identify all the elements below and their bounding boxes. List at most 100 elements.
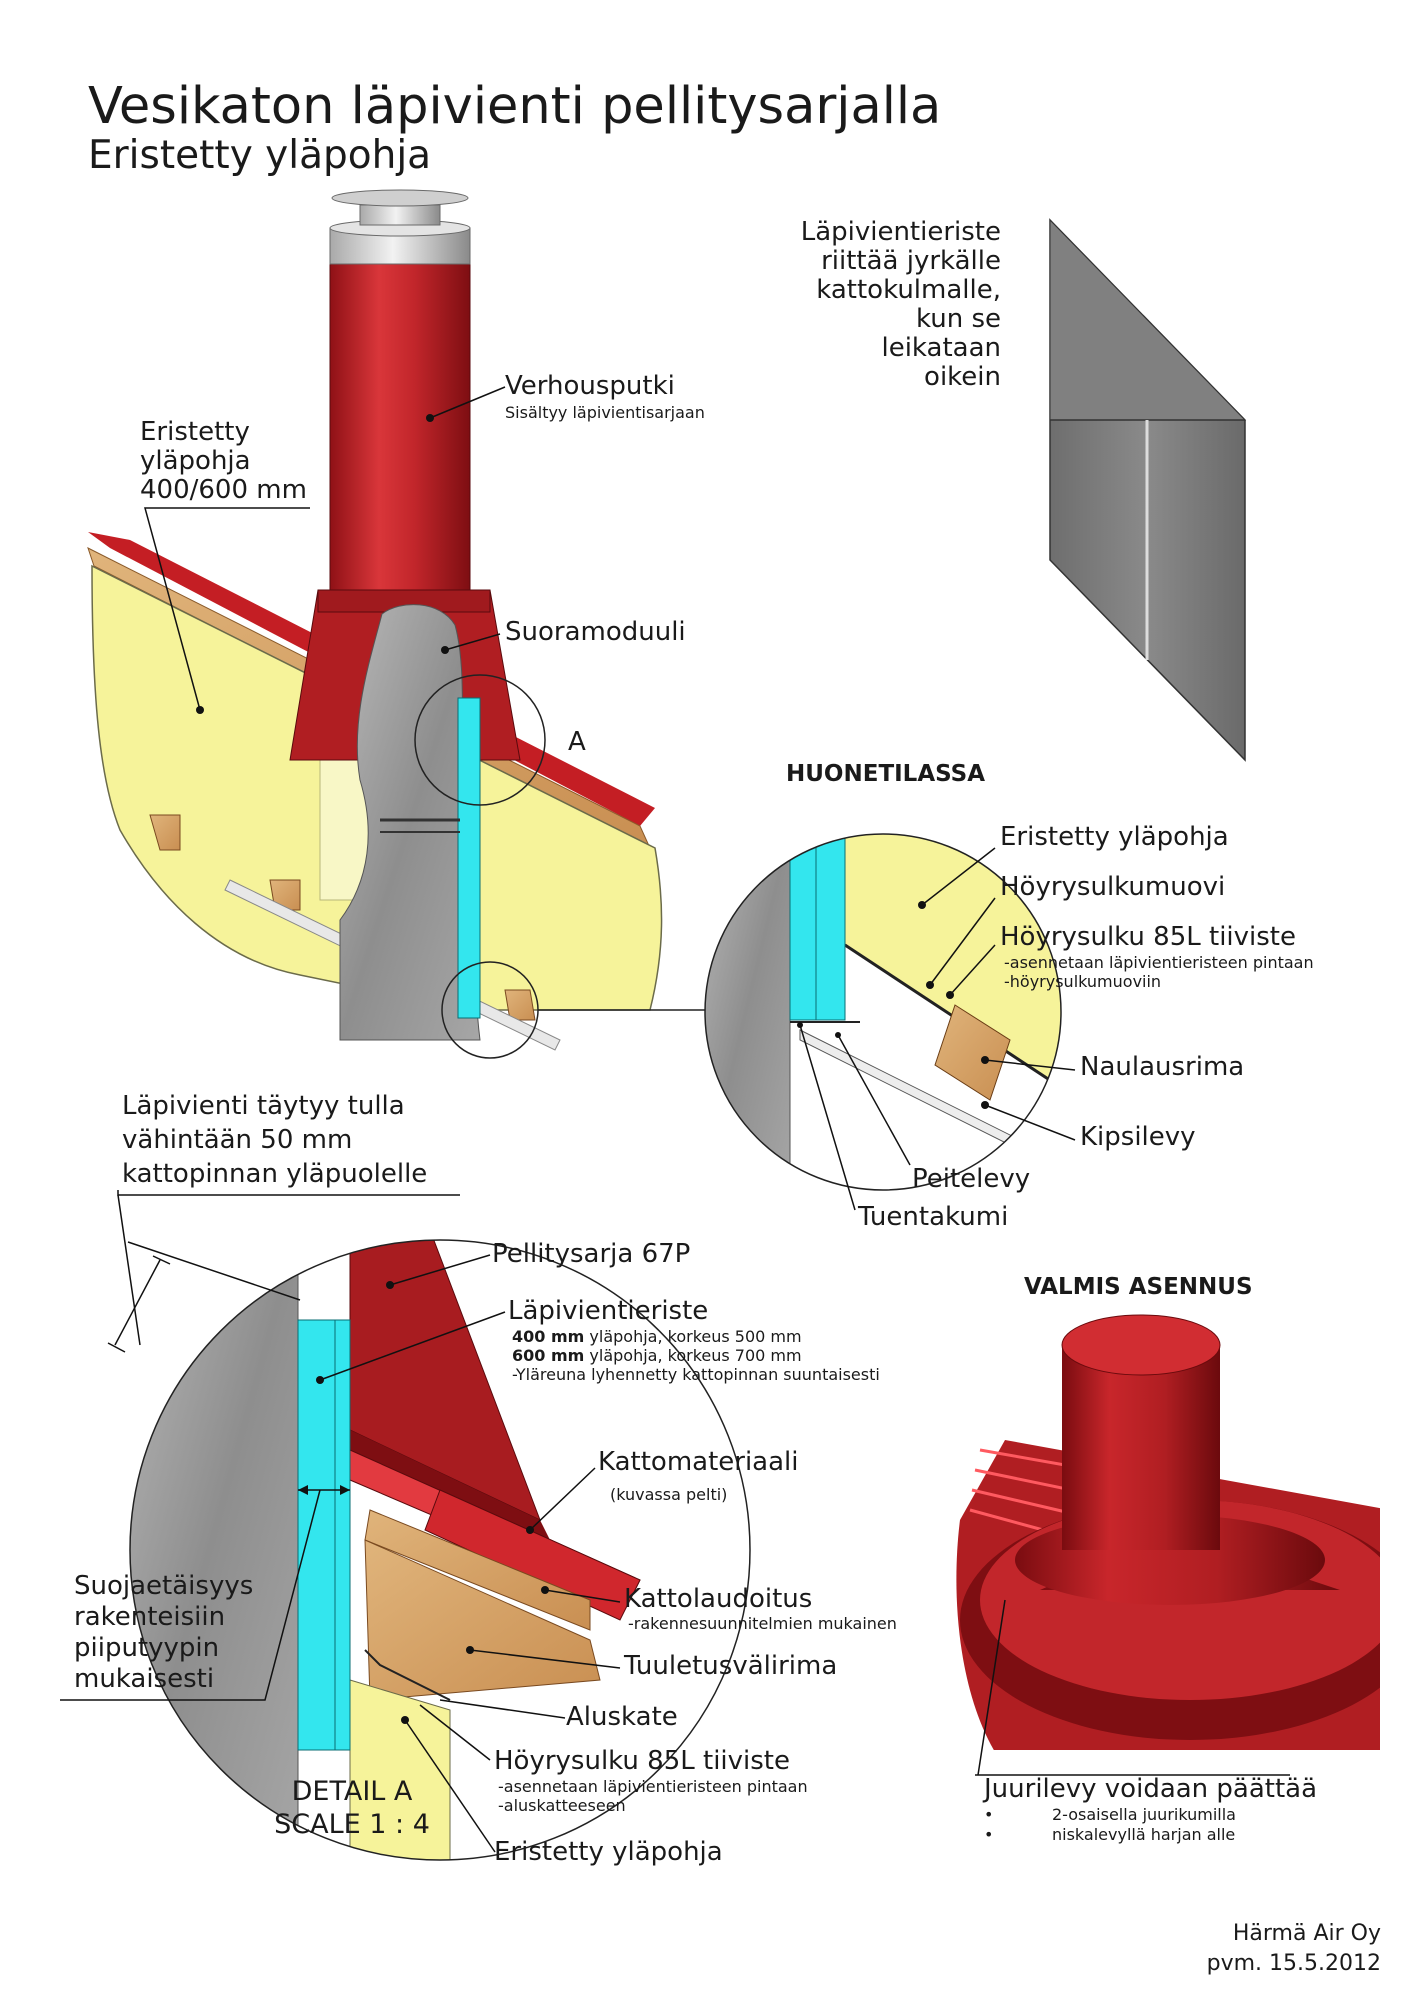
spec-600-rest: yläpohja, korkeus 700 mm [584,1346,802,1365]
label-huone-peitelevy: Peitelevy [912,1164,1031,1194]
leader-dot [401,1716,409,1724]
label-detail-marker: A [568,727,586,757]
label-eristetty-2: yläpohja [140,446,251,476]
leader-dot [926,981,934,989]
leader-dot [981,1101,989,1109]
detail-cyan-insulation [297,1319,351,1751]
dim-arrow-right [340,1485,350,1495]
spec-600-bold: 600 mm [512,1346,585,1365]
heading-huonetilassa: HUONETILASSA [786,761,986,787]
leader-huone-tuentakumi [799,1024,856,1211]
bullet-dot: • [984,1825,994,1844]
label-suoramoduuli: Suoramoduuli [505,617,686,647]
suoja-line-3: piiputyypin [74,1633,220,1663]
leader-juurilevy [977,1599,1006,1776]
leader-tuuletusvalirima [469,1649,621,1669]
leader-dot [426,414,434,422]
valmis-pipe [1062,1345,1220,1550]
leader-huone-eristetty [921,847,996,906]
label-detail-tiiviste: Höyrysulku 85L tiiviste [494,1746,790,1776]
rain-hood-lid [331,189,469,207]
note-line-5: leikataan [881,333,1001,363]
dim-ext-top [127,1241,301,1301]
detail-caption-2: SCALE 1 : 4 [274,1809,430,1840]
note-huone-tiiviste-1: -asennetaan läpivientieristeen pintaan [1004,953,1314,972]
leader-huone-naulausrima [984,1059,1076,1071]
leader-eristetty [144,507,310,711]
main-roof-view [87,189,705,1059]
label-aluskate: Aluskate [566,1702,678,1732]
note-detail-tiiviste-1: -asennetaan läpivientieristeen pintaan [498,1777,808,1796]
heading-valmis: VALMIS ASENNUS [1024,1274,1253,1300]
leader-pellitysarja [389,1254,491,1286]
detail-underlay [364,1649,451,1701]
bullet-item-1: •2-osaisella juurikumilla [984,1806,1244,1824]
spec-400-rest: yläpohja, korkeus 500 mm [584,1327,802,1346]
leader-dot [918,901,926,909]
spec-ylareuna: -Yläreuna lyhennetty kattopinnan suuntai… [512,1365,880,1384]
leader-verhousputki [429,386,506,419]
label-huone-naulausrima: Naulausrima [1080,1052,1245,1082]
leader-dot [946,991,954,999]
rafter-right [504,989,536,1021]
suoja-line-2: rakenteisiin [74,1602,226,1632]
label-lapivientieriste: Läpivientieriste [508,1296,709,1326]
leader-suoramoduuli [444,633,501,651]
note-line-3: kattokulmalle, [816,275,1001,305]
steel-insulation-plate [1049,218,1247,762]
spec-600: 600 mm yläpohja, korkeus 700 mm [512,1347,802,1365]
leader-lapivientieriste [319,1311,506,1381]
leader-dot [316,1376,324,1384]
rain-hood [359,204,441,226]
clearance-line-2: vähintään 50 mm [122,1125,353,1155]
leader-dot [526,1526,534,1534]
plate-top [1049,218,1247,421]
dim-line-50mm [114,1259,161,1346]
bullet-dot: • [984,1805,994,1824]
label-huone-tuentakumi: Tuentakumi [858,1202,1009,1232]
leader-dot [441,646,449,654]
leader-dot [466,1646,474,1654]
clearance-line-3: kattopinnan yläpuolelle [122,1159,428,1189]
label-verhousputki: Verhousputki [505,371,675,401]
leader-eristetty [404,1719,496,1853]
rafter-left [149,814,181,851]
leader-dot [541,1586,549,1594]
dim-tick [152,1255,171,1265]
huone-cyan-insulation [789,834,846,1021]
spec-400-bold: 400 mm [512,1327,585,1346]
footer-company: Härmä Air Oy [1232,1921,1381,1946]
valmis-pipe-top [1061,1314,1221,1376]
detail-batten [364,1539,601,1701]
label-tuuletusvalirima: Tuuletusvälirima [624,1651,838,1681]
label-juurilevy: Juurilevy voidaan päättää [984,1774,1318,1804]
valmis-asennus-view [956,1314,1380,1776]
page-title: Vesikaton läpivienti pellitysarjalla [88,77,942,136]
note-huone-tiiviste-2: -höyrysulkumuoviin [1004,972,1162,991]
dim-arrow-left [298,1485,308,1495]
leader-huone-muovi [929,897,996,986]
leader-huone-kipsilevy [984,1104,1076,1141]
huone-batten [934,1004,1011,1101]
label-huone-eristetty: Eristetty yläpohja [1000,822,1229,852]
detail-caption-1: DETAIL A [291,1776,413,1807]
detail-a-border [129,1239,751,1861]
casing-pipe [329,261,471,603]
bullet-item-2: •niskalevyllä harjan alle [984,1826,1244,1844]
detail-board [364,1509,591,1631]
note-verhousputki: Sisältyy läpivientisarjaan [505,403,705,422]
spec-400: 400 mm yläpohja, korkeus 500 mm [512,1328,802,1346]
huone-detail-border [704,833,1062,1191]
huone-concrete [705,834,791,1190]
note-line-2: riittää jyrkälle [821,246,1001,276]
dim-tick [107,1342,126,1353]
note-kattomateriaali: (kuvassa pelti) [610,1485,728,1504]
note-kattolaudoitus: -rakennesuunnitelmien mukainen [628,1614,897,1633]
label-huone-kipsilevy: Kipsilevy [1080,1122,1196,1152]
page-subtitle: Eristetty yläpohja [88,133,432,178]
label-eristetty-1: Eristetty [140,417,250,447]
footer-date: pvm. 15.5.2012 [1206,1951,1381,1976]
leader-dot [981,1056,989,1064]
